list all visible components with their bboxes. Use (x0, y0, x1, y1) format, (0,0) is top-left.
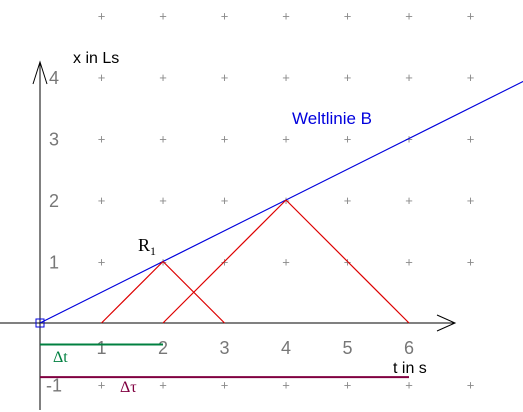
grid-marker: + (344, 9, 352, 24)
event-label-sub: 1 (150, 244, 156, 258)
grid-marker: + (467, 9, 475, 24)
grid-marker: + (405, 9, 413, 24)
grid-marker: + (467, 70, 475, 85)
x-tick-label: 3 (219, 338, 229, 358)
grid-marker: + (467, 255, 475, 270)
grid-marker: + (282, 255, 290, 270)
grid-marker: + (98, 255, 106, 270)
x-axis-label: t in s (393, 360, 427, 377)
y-axis-arrow (32, 60, 48, 85)
x-axis-arrow (436, 314, 457, 332)
light-ray (285, 199, 410, 324)
y-axis-label: x in Ls (73, 50, 119, 67)
grid-marker: + (159, 70, 167, 85)
grid-marker: + (282, 378, 290, 393)
grid-marker: + (344, 70, 352, 85)
grid-marker: + (405, 378, 413, 393)
grid-marker: + (467, 132, 475, 147)
grid-marker: + (159, 9, 167, 24)
y-tick-label: -1 (46, 376, 62, 396)
grid-marker: + (467, 378, 475, 393)
x-tick-label: 5 (342, 338, 352, 358)
grid-marker: + (221, 9, 229, 24)
grid-marker: + (98, 378, 106, 393)
grid-marker: + (221, 132, 229, 147)
grid-marker: + (282, 132, 290, 147)
grid-marker: + (221, 193, 229, 208)
x-tick-label: 2 (158, 338, 168, 358)
grid-marker: + (344, 378, 352, 393)
delta-t-label: Δt (53, 349, 68, 366)
x-tick-label: 1 (96, 338, 106, 358)
event-label: R1 (138, 235, 156, 258)
grid-marker: + (221, 70, 229, 85)
grid-marker: + (98, 70, 106, 85)
grid-marker: + (98, 9, 106, 24)
grid-marker: + (98, 132, 106, 147)
light-ray (101, 261, 164, 324)
y-tick-label: 2 (49, 191, 59, 211)
plot-lines (39, 80, 523, 379)
plot-labels: t in s x in Ls Weltlinie B R1 Δt Δτ (53, 50, 427, 396)
grid-marker: + (221, 378, 229, 393)
event-label-main: R (138, 235, 150, 255)
worldline-label: Weltlinie B (292, 109, 372, 128)
grid-marker: + (405, 193, 413, 208)
tick-labels: 1 2 3 4 5 6 -1 1 2 3 4 (46, 68, 414, 396)
grid-marker: + (405, 255, 413, 270)
grid-marker: + (282, 9, 290, 24)
grid-marker: + (159, 378, 167, 393)
grid-marker: + (98, 193, 106, 208)
y-tick-label: 4 (49, 68, 59, 88)
grid-marker: + (344, 132, 352, 147)
delta-tau-label: Δτ (120, 379, 137, 396)
x-tick-label: 4 (281, 338, 291, 358)
grid-marker: + (159, 193, 167, 208)
grid-marker: + (159, 132, 167, 147)
grid-marker: + (405, 70, 413, 85)
axes (0, 60, 457, 410)
x-tick-label: 6 (404, 338, 414, 358)
light-ray (162, 199, 287, 324)
grid-marker: + (467, 193, 475, 208)
origin-marker (35, 318, 45, 328)
y-tick-label: 3 (49, 130, 59, 150)
y-tick-label: 1 (49, 253, 59, 273)
grid-marker: + (344, 193, 352, 208)
grid-marker: + (282, 70, 290, 85)
